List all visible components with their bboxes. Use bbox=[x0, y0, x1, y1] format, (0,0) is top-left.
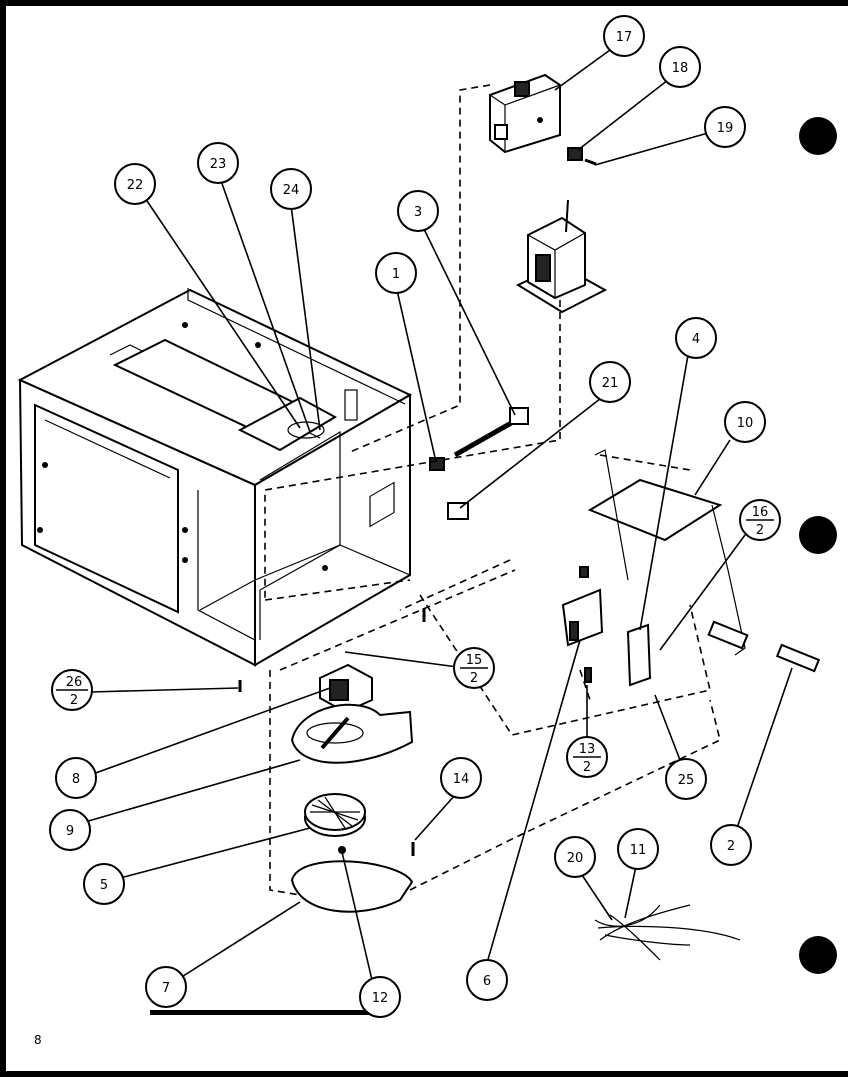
interlock-switch-assembly bbox=[561, 566, 652, 687]
power-cord bbox=[453, 407, 529, 458]
svg-text:18: 18 bbox=[672, 61, 689, 76]
air-duct bbox=[290, 860, 414, 913]
svg-text:9: 9 bbox=[66, 824, 74, 839]
callout-8: 8 bbox=[55, 757, 97, 799]
control-bracket bbox=[587, 449, 749, 656]
scan-streak bbox=[150, 1010, 370, 1015]
callout-9: 9 bbox=[49, 809, 91, 851]
fan-blade bbox=[304, 793, 366, 837]
callout-19: 19 bbox=[704, 106, 746, 148]
thermal-protector bbox=[447, 502, 469, 520]
svg-text:13: 13 bbox=[579, 742, 596, 757]
callout-11: 11 bbox=[617, 828, 659, 870]
svg-text:20: 20 bbox=[567, 851, 584, 866]
top-scan-border bbox=[0, 0, 848, 6]
svg-text:7: 7 bbox=[162, 981, 170, 996]
callout-21: 21 bbox=[589, 361, 631, 403]
svg-text:5: 5 bbox=[100, 878, 108, 893]
wire-harness bbox=[594, 904, 741, 961]
high-voltage-transformer bbox=[515, 199, 608, 314]
svg-text:11: 11 bbox=[630, 843, 647, 858]
svg-text:4: 4 bbox=[692, 332, 700, 347]
svg-text:15: 15 bbox=[466, 653, 483, 668]
magnetron bbox=[489, 73, 561, 154]
svg-text:17: 17 bbox=[616, 30, 633, 45]
svg-text:24: 24 bbox=[283, 183, 300, 198]
svg-text:14: 14 bbox=[453, 772, 470, 787]
callout-26: 26 2 bbox=[51, 669, 93, 711]
callout-16: 16 2 bbox=[739, 499, 781, 541]
svg-text:25: 25 bbox=[678, 773, 695, 788]
callout-24: 24 bbox=[270, 168, 312, 210]
callout-13: 13 2 bbox=[566, 736, 608, 778]
callout-18: 18 bbox=[659, 46, 701, 88]
svg-text:6: 6 bbox=[483, 974, 491, 989]
svg-text:2: 2 bbox=[756, 523, 764, 538]
svg-text:10: 10 bbox=[737, 416, 754, 431]
binder-hole-bottom bbox=[799, 936, 837, 974]
callout-4: 4 bbox=[675, 317, 717, 359]
binder-hole-top bbox=[799, 117, 837, 155]
callout-10: 10 bbox=[724, 401, 766, 443]
callout-23: 23 bbox=[197, 142, 239, 184]
svg-text:16: 16 bbox=[752, 505, 769, 520]
svg-text:12: 12 bbox=[372, 991, 389, 1006]
callout-17: 17 bbox=[603, 15, 645, 57]
callout-14: 14 bbox=[440, 757, 482, 799]
svg-text:21: 21 bbox=[602, 376, 619, 391]
callout-3: 3 bbox=[397, 190, 439, 232]
callout-2: 2 bbox=[710, 824, 752, 866]
binder-hole-middle bbox=[799, 516, 837, 554]
svg-text:19: 19 bbox=[717, 121, 734, 136]
callout-22: 22 bbox=[114, 163, 156, 205]
fan-housing bbox=[290, 703, 414, 764]
leader-lines bbox=[84, 49, 793, 981]
callout-1: 1 bbox=[375, 252, 417, 294]
callout-12: 12 bbox=[359, 976, 401, 1018]
noise-filter bbox=[429, 457, 445, 471]
fan-motor bbox=[319, 663, 373, 714]
svg-text:2: 2 bbox=[727, 839, 735, 854]
svg-text:2: 2 bbox=[470, 671, 478, 686]
bottom-scan-border bbox=[0, 1071, 848, 1077]
svg-text:23: 23 bbox=[210, 157, 227, 172]
callout-7: 7 bbox=[145, 966, 187, 1008]
screw-19 bbox=[584, 158, 597, 166]
svg-text:1: 1 bbox=[392, 267, 400, 282]
callout-6: 6 bbox=[466, 959, 508, 1001]
callout-15: 15 2 bbox=[453, 647, 495, 689]
callout-25: 25 bbox=[665, 758, 707, 800]
callout-20: 20 bbox=[554, 836, 596, 878]
svg-text:2: 2 bbox=[583, 760, 591, 775]
svg-text:26: 26 bbox=[66, 675, 83, 690]
page-number: 8 bbox=[34, 1033, 42, 1047]
svg-text:2: 2 bbox=[70, 693, 78, 708]
door-latch-lever bbox=[775, 643, 821, 673]
left-scan-border bbox=[0, 0, 6, 1077]
svg-text:3: 3 bbox=[414, 205, 422, 220]
svg-text:22: 22 bbox=[127, 178, 144, 193]
svg-text:8: 8 bbox=[72, 772, 80, 787]
assembly-dashed-lines bbox=[264, 84, 721, 896]
cabinet-outer-case bbox=[17, 288, 413, 667]
thermal-cutout bbox=[567, 147, 583, 161]
callout-5: 5 bbox=[83, 863, 125, 905]
blade-nut bbox=[338, 846, 346, 854]
